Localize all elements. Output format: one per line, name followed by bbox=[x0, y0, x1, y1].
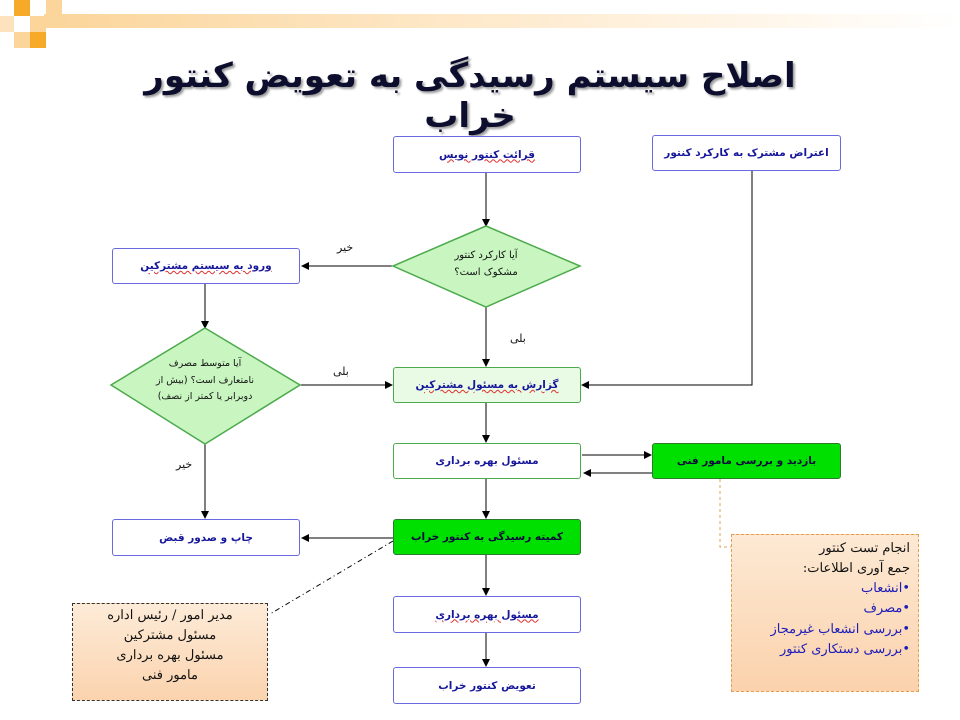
note-left-line: مدیر امور / رئیس اداره bbox=[107, 608, 233, 623]
edge-label-no-1: خیر bbox=[337, 241, 354, 254]
customer-objection-box[interactable]: اعتراض مشترک به کارکرد کنتور bbox=[652, 135, 841, 171]
bullet-icon: • bbox=[902, 581, 910, 597]
operations-2-label: مسئول بهره برداری bbox=[435, 608, 539, 621]
decision-suspicious-shape bbox=[391, 225, 582, 308]
note-committee-members: مدیر امور / رئیس اداره مسئول مشترکین مسئ… bbox=[72, 603, 268, 701]
read-meter-label: قرائت کنتور نویس bbox=[439, 148, 535, 161]
note-data-collection: انجام تست کنتور جمع آوری اطلاعات: •انشعا… bbox=[731, 534, 919, 692]
visit-technician-box[interactable]: بازدید و بررسی مامور فنی bbox=[652, 443, 841, 479]
visit-technician-label: بازدید و بررسی مامور فنی bbox=[676, 455, 817, 467]
decision-average-line-1: آیا متوسط مصرف bbox=[168, 358, 242, 369]
note-left-line: مسئول بهره برداری bbox=[116, 648, 224, 664]
decision-average-line-3: دوبرابر یا کمتر از نصف) bbox=[157, 391, 253, 403]
note-left-line: مسئول مشترکین bbox=[123, 628, 217, 644]
note-left-line: مامور فنی bbox=[142, 668, 198, 684]
decision-suspicious-line-2: مشکوک است؟ bbox=[454, 267, 518, 278]
decision-suspicious-label: آیا کارکرد کنتور مشکوک است؟ bbox=[420, 247, 552, 281]
decision-average-label: آیا متوسط مصرف نامتعارف است؟ (بیش از دوب… bbox=[130, 356, 280, 406]
enter-system-label: ورود به سیستم مشترکین bbox=[140, 260, 272, 272]
decor-square-3 bbox=[14, 32, 30, 48]
decor-square-4 bbox=[30, 32, 46, 48]
bullet-icon: • bbox=[902, 641, 910, 657]
decor-square-6 bbox=[0, 16, 14, 32]
replace-meter-box[interactable]: تعویض کنتور خراب bbox=[393, 667, 581, 704]
committee-box[interactable]: کمیته رسیدگی به کنتور خراب bbox=[393, 519, 581, 555]
print-bill-box[interactable]: چاپ و صدور قبض bbox=[112, 519, 300, 556]
report-customers-box[interactable]: گزارش به مسئول مشترکین bbox=[393, 367, 581, 403]
operations-2-box[interactable]: مسئول بهره برداری bbox=[393, 596, 581, 633]
note-right-item: •انشعاب bbox=[861, 581, 910, 597]
edge-label-yes-2: بلی bbox=[333, 365, 349, 378]
decision-average-shape bbox=[109, 327, 302, 445]
decor-square-2 bbox=[30, 16, 46, 32]
note-right-item: •بررسی دستکاری کنتور bbox=[780, 641, 910, 657]
report-customers-label: گزارش به مسئول مشترکین bbox=[415, 379, 559, 391]
bullet-icon: • bbox=[902, 601, 910, 617]
committee-label: کمیته رسیدگی به کنتور خراب bbox=[410, 531, 564, 543]
print-bill-label: چاپ و صدور قبض bbox=[159, 531, 253, 544]
note-right-line-2: جمع آوری اطلاعات: bbox=[802, 561, 910, 577]
decision-suspicious-line-1: آیا کارکرد کنتور bbox=[454, 250, 518, 261]
read-meter-box[interactable]: قرائت کنتور نویس bbox=[393, 136, 581, 173]
decor-top-bar bbox=[44, 14, 960, 28]
customer-objection-label: اعتراض مشترک به کارکرد کنتور bbox=[664, 147, 829, 159]
decor-square-1 bbox=[14, 0, 30, 16]
note-right-line-1: انجام تست کنتور bbox=[819, 541, 910, 556]
enter-system-box[interactable]: ورود به سیستم مشترکین bbox=[112, 248, 300, 284]
note-right-item: •بررسی انشعاب غیرمجاز bbox=[770, 621, 910, 637]
bullet-icon: • bbox=[902, 621, 910, 637]
decision-average-line-2: نامتعارف است؟ (بیش از bbox=[156, 374, 254, 386]
page-title: اصلاح سیستم رسیدگی به تعویض کنتور خراب bbox=[144, 56, 796, 136]
decor-square-5 bbox=[46, 0, 62, 16]
edge-label-yes-1: بلی bbox=[510, 332, 526, 345]
replace-meter-label: تعویض کنتور خراب bbox=[438, 679, 536, 692]
operations-1-box[interactable]: مسئول بهره برداری bbox=[393, 443, 581, 479]
edge-label-no-2: خیر bbox=[176, 458, 193, 471]
operations-1-label: مسئول بهره برداری bbox=[435, 455, 539, 467]
note-right-item: •مصرف bbox=[863, 601, 910, 617]
